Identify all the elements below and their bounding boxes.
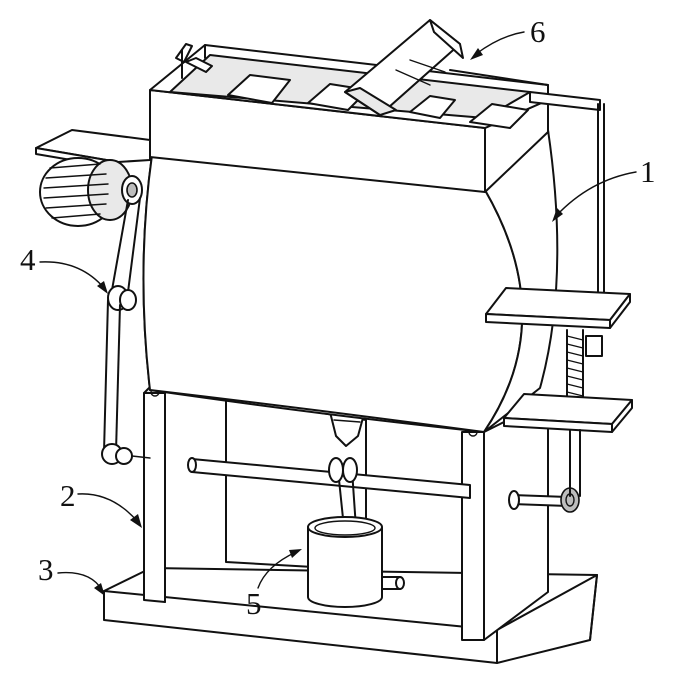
leader-lines bbox=[39, 31, 637, 596]
main-drum bbox=[142, 129, 559, 433]
feed-chute bbox=[344, 19, 464, 116]
callout-3: 3 bbox=[38, 552, 54, 587]
callout-4: 4 bbox=[20, 242, 36, 277]
callout-6: 6 bbox=[530, 14, 546, 49]
motor bbox=[39, 157, 143, 227]
compression-spring bbox=[566, 329, 584, 403]
top-bracket bbox=[175, 43, 213, 79]
callout-2: 2 bbox=[60, 478, 76, 513]
callout-labels: 1 2 3 4 5 6 bbox=[20, 14, 656, 621]
side-adjust-mechanism bbox=[485, 91, 633, 497]
callout-5: 5 bbox=[246, 586, 262, 621]
collection-cup bbox=[307, 457, 405, 608]
callout-1: 1 bbox=[640, 154, 656, 189]
side-handwheel bbox=[508, 487, 580, 513]
belt-drive bbox=[101, 197, 151, 465]
